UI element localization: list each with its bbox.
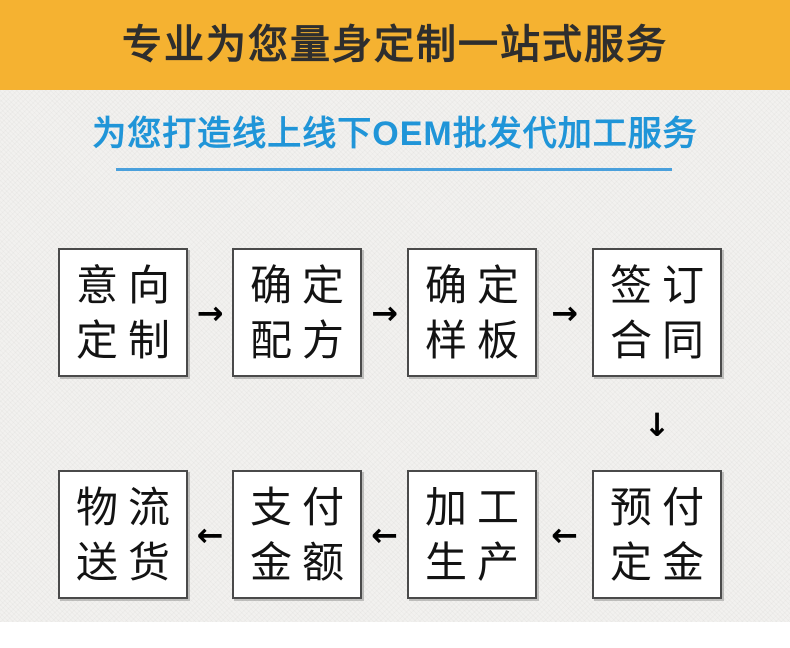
arrow-left-icon: ← bbox=[196, 516, 224, 554]
subtitle: 为您打造线上线下OEM批发代加工服务 bbox=[92, 115, 698, 153]
flow-step-production-line2: 生产 bbox=[424, 538, 529, 586]
flow-step-delivery-line1: 物流 bbox=[75, 483, 180, 531]
flow-step-production-line1: 加工 bbox=[424, 483, 529, 531]
flow-step-deposit: 预付 定金 bbox=[592, 470, 722, 599]
flow-step-deposit-line1: 预付 bbox=[609, 483, 714, 531]
arrow-left-icon: ← bbox=[551, 516, 578, 554]
flow-step-intent-line2: 定制 bbox=[75, 316, 180, 364]
flow-step-delivery: 物流 送货 bbox=[58, 470, 188, 599]
arrow-left-icon: ← bbox=[371, 516, 398, 554]
arrow-right-icon: → bbox=[196, 294, 224, 332]
flow-step-payment-line2: 金额 bbox=[249, 538, 354, 586]
subtitle-underline bbox=[116, 168, 672, 171]
flow-step-contract-line1: 签订 bbox=[609, 261, 714, 309]
flow-step-contract-line2: 合同 bbox=[609, 316, 714, 364]
arrow-right-icon: → bbox=[551, 294, 578, 332]
flow-step-production: 加工 生产 bbox=[407, 470, 537, 599]
flow-step-formula-line2: 配方 bbox=[249, 316, 354, 364]
content-area: 为您打造线上线下OEM批发代加工服务 意向 定制 → 确定 配方 → 确定 样板… bbox=[0, 90, 790, 622]
flow-step-sample-line2: 样板 bbox=[424, 316, 529, 364]
flow-step-payment: 支付 金额 bbox=[232, 470, 362, 599]
flow-step-intent-line1: 意向 bbox=[75, 261, 180, 309]
flow-step-intent: 意向 定制 bbox=[58, 248, 188, 377]
flow-step-formula-line1: 确定 bbox=[249, 261, 354, 309]
banner: 专业为您量身定制一站式服务 bbox=[0, 0, 790, 90]
flow-step-payment-line1: 支付 bbox=[249, 483, 354, 531]
flow-step-sample-line1: 确定 bbox=[424, 261, 529, 309]
flow-step-deposit-line2: 定金 bbox=[609, 538, 714, 586]
arrow-right-icon: → bbox=[371, 294, 398, 332]
banner-title: 专业为您量身定制一站式服务 bbox=[122, 23, 668, 67]
flow-step-contract: 签订 合同 bbox=[592, 248, 722, 377]
flow-step-formula: 确定 配方 bbox=[232, 248, 362, 377]
arrow-down-icon: ↓ bbox=[643, 406, 671, 444]
flow-step-delivery-line2: 送货 bbox=[75, 538, 180, 586]
flow-step-sample: 确定 样板 bbox=[407, 248, 537, 377]
